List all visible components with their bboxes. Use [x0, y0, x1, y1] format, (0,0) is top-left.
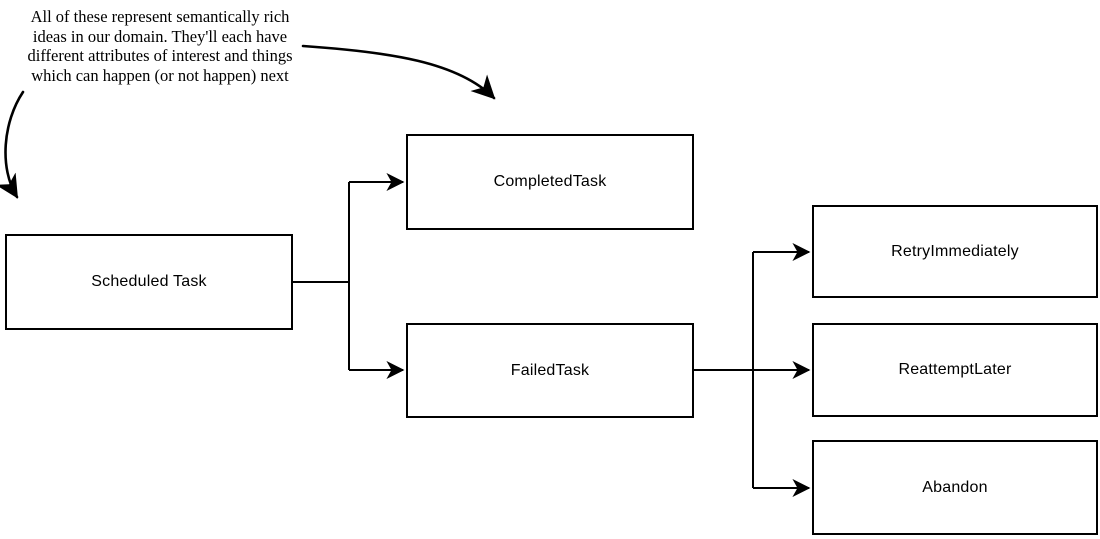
- annotation-note: All of these represent semantically rich…: [22, 7, 298, 85]
- node-label: ReattemptLater: [898, 361, 1012, 378]
- node-retry-immediately: RetryImmediately: [812, 205, 1098, 298]
- annotation-arrow-to-scheduledtask: [0, 90, 25, 199]
- annotation-line: different attributes of interest and thi…: [27, 46, 293, 65]
- annotation-arrow-to-completedtask: [301, 44, 496, 100]
- node-scheduled-task: Scheduled Task: [5, 234, 293, 330]
- annotation-line: ideas in our domain. They'll each have: [32, 26, 288, 46]
- node-label: RetryImmediately: [891, 242, 1019, 260]
- node-label: Scheduled Task: [91, 273, 207, 290]
- node-abandon: Abandon: [812, 440, 1098, 535]
- annotation-line: which can happen (or not happen) next: [31, 65, 289, 85]
- node-label: CompletedTask: [493, 173, 607, 190]
- node-reattempt-later: ReattemptLater: [812, 323, 1098, 417]
- node-label: FailedTask: [510, 361, 590, 379]
- annotation-line: All of these represent semantically rich: [30, 7, 290, 26]
- node-failed-task: FailedTask: [406, 323, 694, 418]
- node-label: Abandon: [922, 478, 988, 496]
- node-completed-task: CompletedTask: [406, 134, 694, 230]
